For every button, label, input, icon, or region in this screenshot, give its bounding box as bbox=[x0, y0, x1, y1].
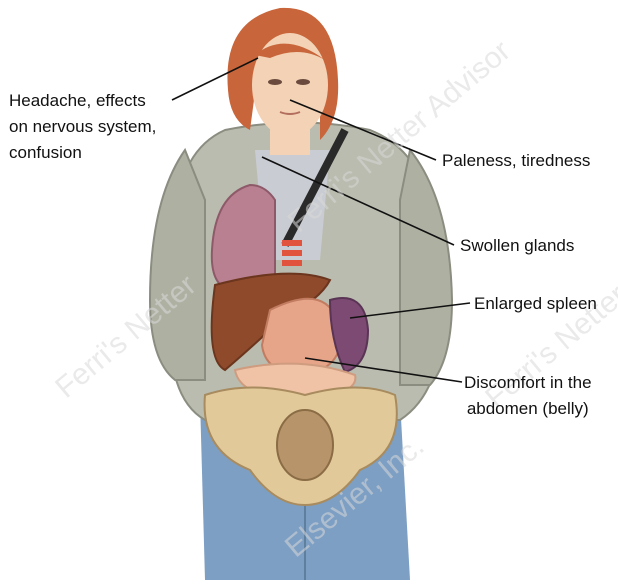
trachea bbox=[282, 240, 302, 266]
label-headache-line-1: Headache, effects bbox=[9, 88, 156, 114]
label-paleness: Paleness, tiredness bbox=[442, 148, 590, 174]
label-abdomen-line-2: abdomen (belly) bbox=[464, 396, 592, 422]
right-arm bbox=[400, 150, 452, 385]
left-arm bbox=[150, 150, 205, 380]
label-spleen: Enlarged spleen bbox=[474, 291, 597, 317]
label-headache: Headache, effects on nervous system, con… bbox=[9, 88, 156, 166]
label-headache-line-3: confusion bbox=[9, 140, 156, 166]
label-abdomen-line-1: Discomfort in the bbox=[464, 370, 592, 396]
right-eye bbox=[296, 79, 310, 85]
left-eye bbox=[268, 79, 282, 85]
sacrum bbox=[277, 410, 333, 480]
label-glands: Swollen glands bbox=[460, 233, 574, 259]
label-headache-line-2: on nervous system, bbox=[9, 114, 156, 140]
label-abdomen: Discomfort in the abdomen (belly) bbox=[464, 370, 592, 422]
